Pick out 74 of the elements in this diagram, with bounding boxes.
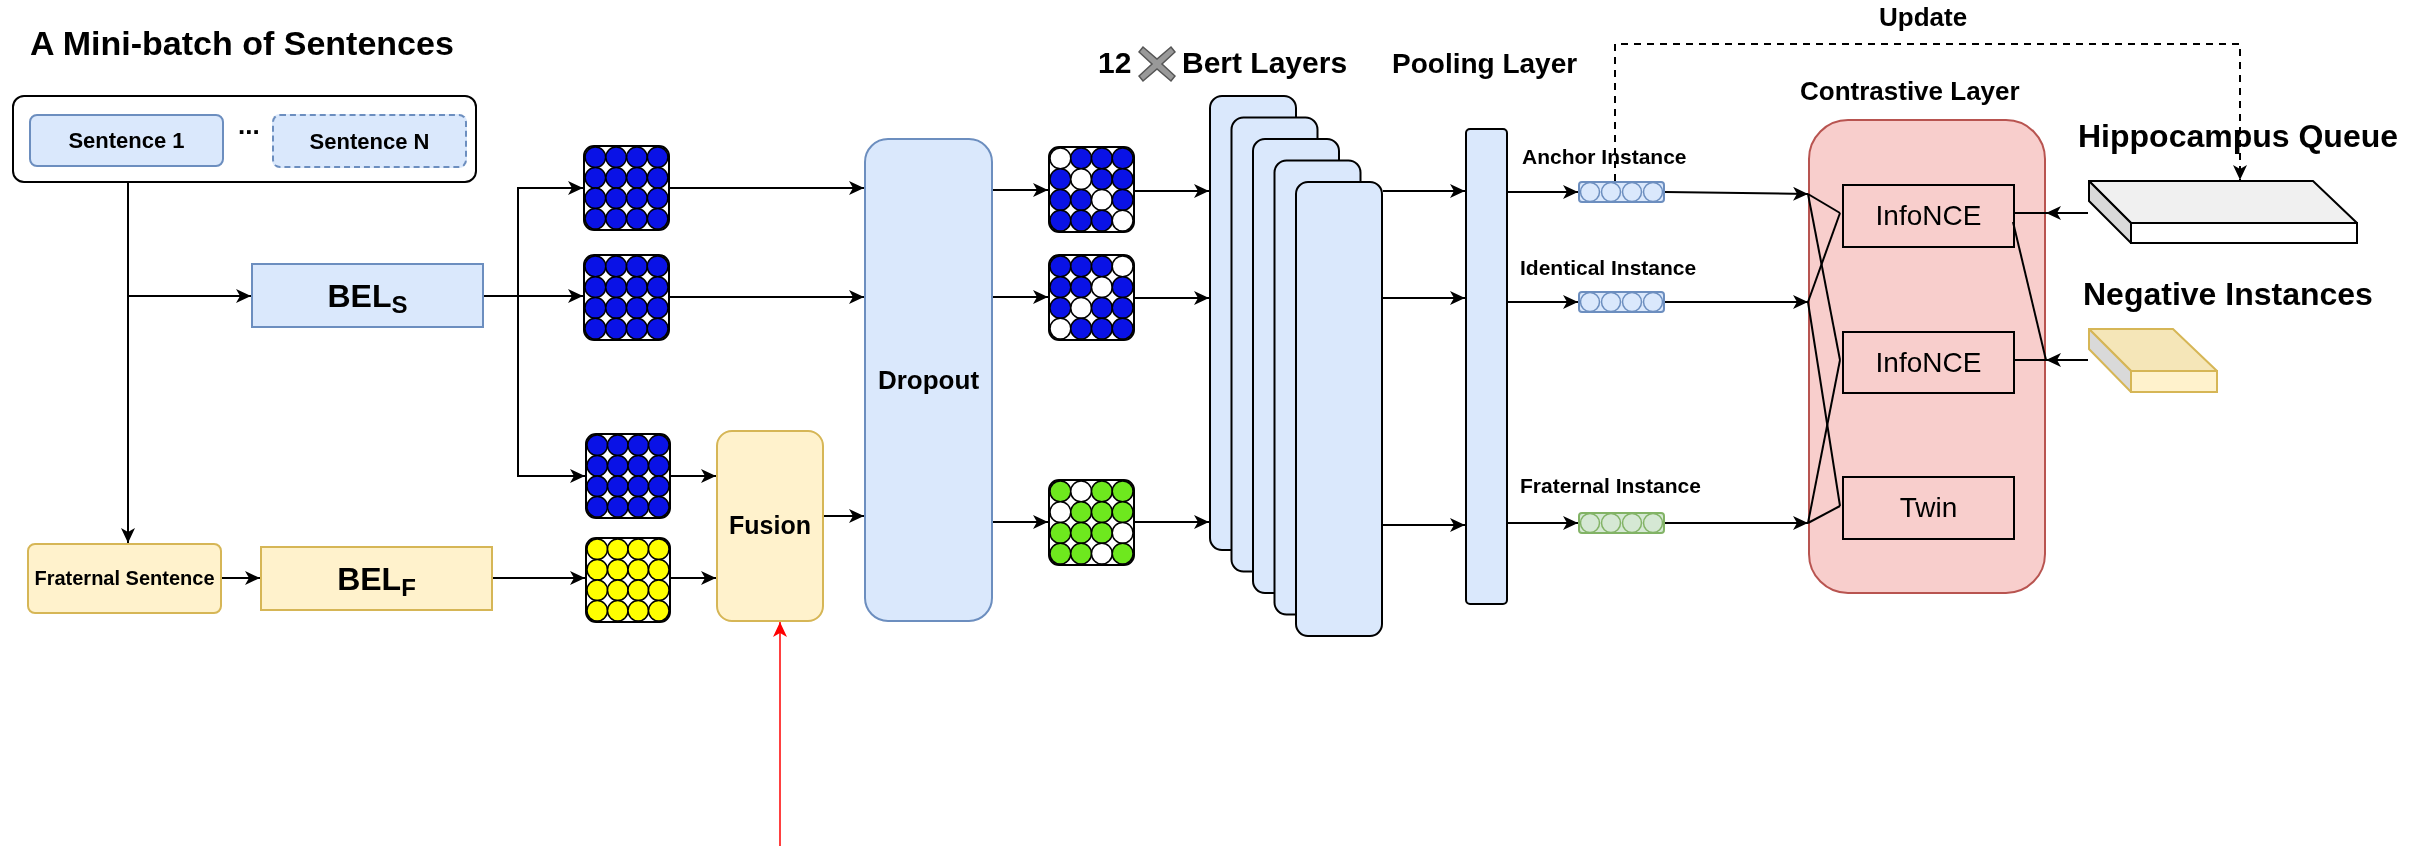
layer-heading: Pooling Layer: [1392, 50, 1578, 78]
embedding-matrix-drawing: [1048, 146, 1135, 233]
arrow: [1382, 518, 1466, 532]
arrow: [669, 181, 865, 195]
connector-line: [1807, 359, 1841, 524]
fusion-box: Fusion: [716, 430, 824, 622]
connector-line: [2012, 359, 2047, 361]
arrow: [773, 621, 787, 847]
heading-text: Hippocampus Queue: [2078, 120, 2399, 152]
contrastive-layer-panel: [1808, 119, 2046, 594]
arrow: [992, 183, 1049, 197]
layer-count-text: 12: [1098, 48, 1132, 78]
connector-line: [1807, 505, 1841, 524]
arrow: [1382, 184, 1466, 198]
instance-vector-drawing: [1578, 512, 1665, 534]
arrow: [992, 515, 1049, 529]
arrow: [1664, 516, 1809, 530]
loss-box: InfoNCE: [1842, 331, 2015, 394]
arrow: [1134, 515, 1210, 529]
arrow: [1134, 291, 1210, 305]
arrow: [669, 290, 865, 304]
heading-text: Contrastive Layer: [1800, 78, 2020, 104]
arrow: [121, 182, 135, 544]
arrow: [1507, 295, 1579, 309]
loss-box: InfoNCE: [1842, 184, 2015, 248]
embedding-matrix-drawing: [583, 254, 670, 341]
arrow: [1134, 184, 1210, 198]
arrow: [1507, 516, 1579, 530]
heading-text: A Mini-batch of Sentences: [30, 26, 454, 60]
pooling-layer-bar: [1465, 128, 1508, 605]
queue-slab-drawing: [2088, 180, 2358, 244]
arrow: [2045, 206, 2089, 220]
arrow: [1382, 291, 1466, 305]
connector-line: [1807, 193, 1841, 361]
arrow: [483, 295, 586, 483]
arrow: [492, 571, 586, 585]
sentence-box: Sentence N: [272, 114, 467, 168]
dropout-box: Dropout: [864, 138, 993, 622]
connector-line: [1807, 212, 1841, 303]
embedding-matrix-drawing: [585, 537, 671, 623]
loss-box: Twin: [1842, 476, 2015, 540]
sentence-box: Sentence 1: [29, 114, 224, 167]
embedding-matrix-drawing: [1048, 479, 1135, 566]
heading-text: Fraternal Instance: [1520, 475, 1701, 496]
ellipsis-text: ...: [238, 112, 260, 138]
arrow: [1664, 186, 1809, 201]
sentence-batch-box: [12, 95, 477, 183]
slab-drawing: [2088, 328, 2218, 393]
connector-line: [1807, 301, 1841, 507]
instance-vector-drawing: [1578, 291, 1665, 313]
embedding-matrix-drawing: [583, 145, 670, 231]
arrow: [1664, 295, 1809, 309]
arrow: [2045, 353, 2089, 367]
layer-heading: Bert Layers: [1182, 48, 1348, 78]
connector-line: [1807, 193, 1841, 214]
arrow: [221, 571, 261, 585]
encoder-box: BEL$_{S}$: [251, 263, 484, 328]
arrow: [823, 509, 865, 523]
embedding-matrix-drawing: [1048, 254, 1135, 341]
connector-line: [2012, 221, 2047, 361]
connector-line: [2012, 212, 2047, 214]
instance-vector-drawing: [1578, 181, 1665, 203]
encoder-box: BEL$_{F}$: [260, 546, 493, 611]
arrow: [670, 469, 717, 483]
heading-text: Anchor Instance: [1522, 146, 1687, 167]
arrow: [670, 571, 717, 585]
heading-text: Identical Instance: [1520, 257, 1697, 278]
sentence-box: Fraternal Sentence: [27, 543, 222, 614]
arrow: [992, 290, 1049, 304]
arrow: [1507, 185, 1579, 199]
embedding-matrix-drawing: [585, 433, 671, 519]
layer-stack-drawing: [1209, 95, 1383, 637]
dashed-arrow: [1614, 43, 2247, 182]
heading-text: Negative Instances: [2083, 278, 2373, 310]
